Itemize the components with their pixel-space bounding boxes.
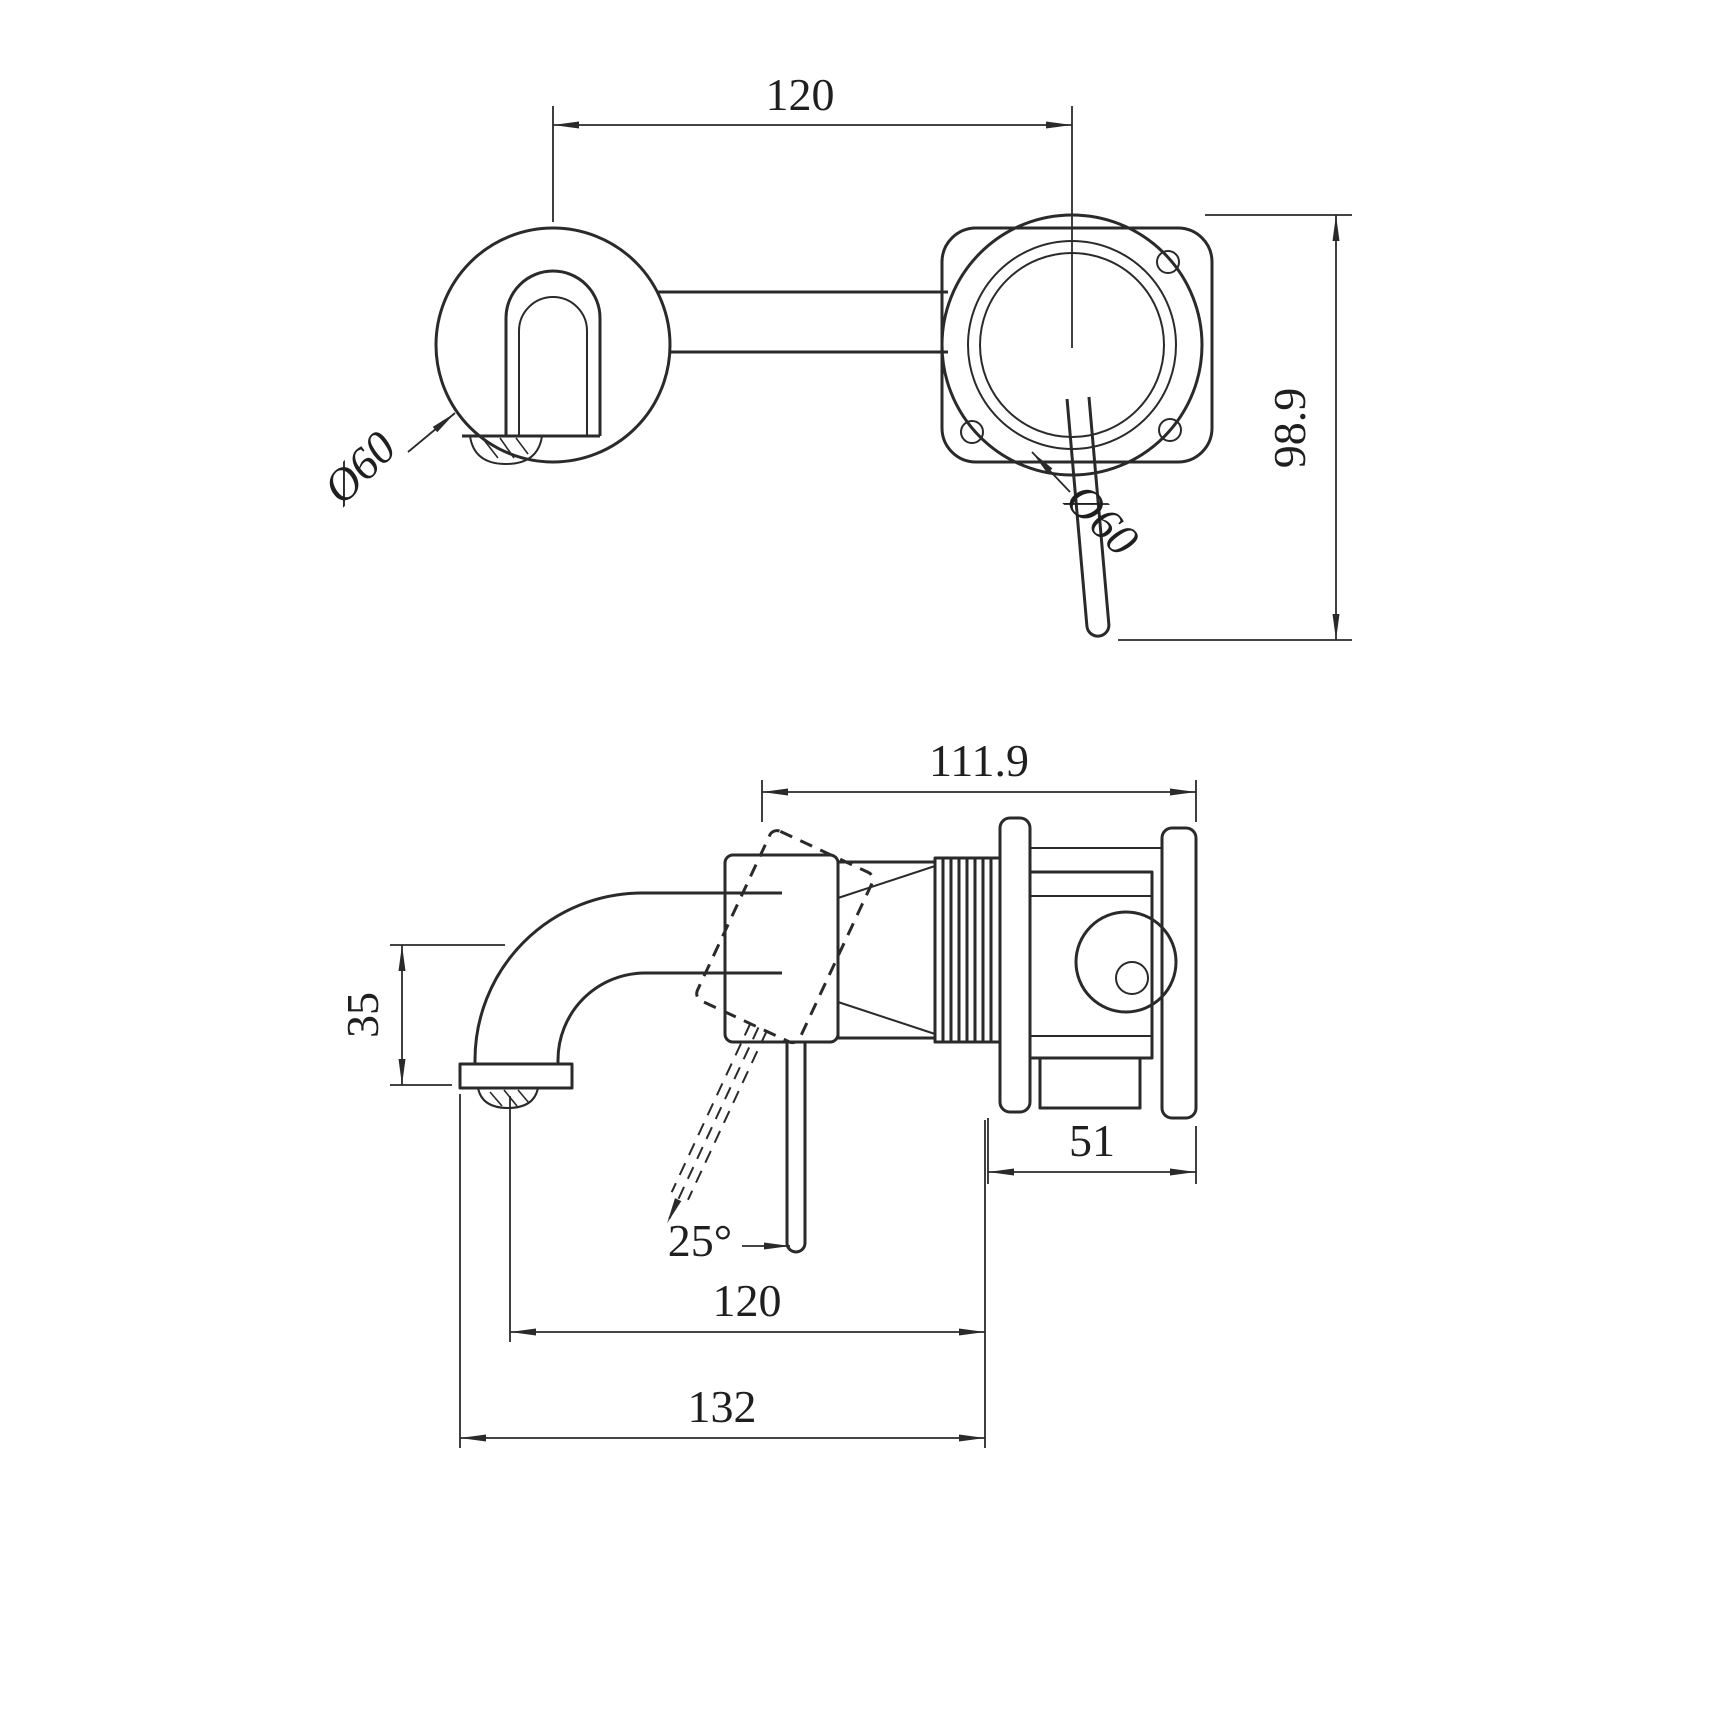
- dim-label-overall-reach: 132: [688, 1381, 757, 1432]
- inlet-port-circle: [1074, 910, 1178, 1014]
- spout-flange-circle: [434, 226, 672, 464]
- handle-cap-side: [723, 853, 840, 1044]
- dim-label-handle-angle: 25°: [668, 1215, 732, 1266]
- dim-label-mixer-flange-diameter: Ø60: [1056, 473, 1149, 566]
- inlet-port-inner-circle: [1115, 961, 1149, 995]
- dim-label-center-distance: 120: [766, 69, 835, 120]
- leader-line: [407, 412, 456, 453]
- side-view: [458, 816, 1198, 1254]
- leader-line: [1031, 451, 1071, 493]
- dim-label-body-length: 111.9: [929, 735, 1029, 786]
- spout-outer-profile: [473, 891, 782, 1064]
- cartridge-hex-body: [836, 860, 937, 1040]
- screw-hole: [1156, 250, 1180, 274]
- hex-chamfer: [837, 1001, 936, 1035]
- spout-front-inner: [518, 296, 588, 436]
- front-view-dimensions: 120 98.9 Ø60 Ø60: [313, 69, 1352, 641]
- dim-label-spout-reach: 120: [713, 1275, 782, 1326]
- wall-flange-disc: [998, 816, 1032, 1114]
- inwall-bottom-block: [1038, 1056, 1142, 1110]
- spout-inner-profile: [556, 971, 782, 1064]
- spout-outlet-flange: [458, 1062, 574, 1090]
- handle-cap-phantom: [695, 829, 875, 1045]
- spout-front-outline: [504, 269, 602, 436]
- spout-aerator-side: [477, 1087, 539, 1109]
- dim-label-spout-drop: 35: [337, 992, 388, 1038]
- front-view: [434, 213, 1214, 638]
- handle-rod-side: [785, 1042, 807, 1254]
- side-view-dimensions: 111.9 35 51 25° 120 132: [337, 735, 1197, 1448]
- handle-rod-phantom: [670, 1023, 768, 1201]
- aerator-hatch: [483, 439, 499, 459]
- thread-lines: [941, 858, 993, 1042]
- spout-aerator-front: [469, 435, 543, 465]
- handle-swing-direction: [666, 1027, 760, 1224]
- inwall-body: [1028, 870, 1154, 1060]
- screw-hole: [960, 420, 984, 444]
- dim-label-overall-height: 98.9: [1264, 388, 1315, 469]
- dim-label-wall-depth: 51: [1069, 1115, 1115, 1166]
- aerator-hatch: [499, 437, 515, 459]
- handle-rotated-phantom: [666, 829, 875, 1224]
- aerator-hatch: [515, 437, 529, 455]
- hex-chamfer: [837, 865, 936, 899]
- screw-hole: [1158, 418, 1182, 442]
- aerator-hatch: [489, 1091, 503, 1107]
- mounting-bracket: [1160, 826, 1198, 1120]
- mixer-handle-lever: [1065, 396, 1111, 638]
- aerator-hatch: [517, 1089, 530, 1104]
- dim-label-spout-flange-diameter: Ø60: [313, 421, 406, 514]
